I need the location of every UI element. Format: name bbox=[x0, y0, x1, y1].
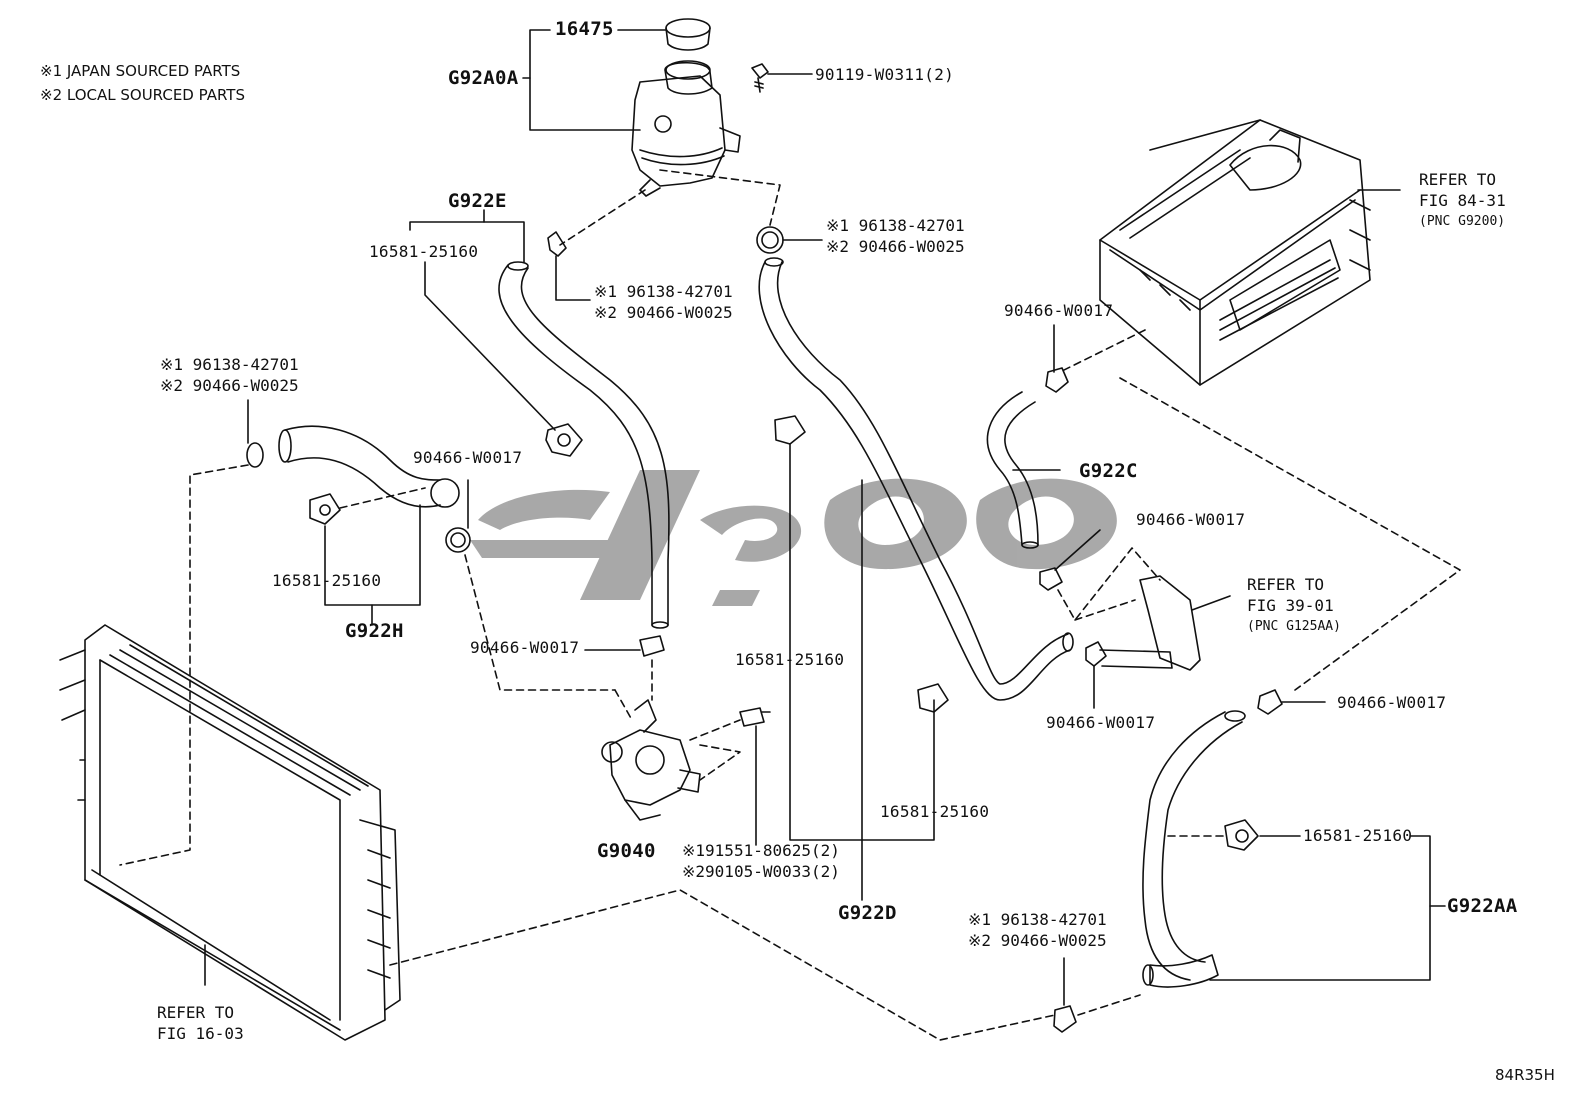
ref-inverter-line2: FIG 84-31 bbox=[1419, 191, 1506, 210]
label-pump: G9040 bbox=[597, 840, 656, 862]
label-clip-a: ※1 96138-42701 ※2 90466-W0025 bbox=[594, 281, 733, 323]
label-clamp-mid-lower: 90466-W0017 bbox=[1046, 713, 1156, 732]
water-pump bbox=[601, 699, 701, 821]
reservoir-cap bbox=[665, 18, 711, 51]
clamp-h-left bbox=[309, 493, 341, 525]
legend-japan: ※1 JAPAN SOURCED PARTS bbox=[40, 62, 241, 80]
ref-inverter-line3: (PNC G9200) bbox=[1419, 214, 1506, 229]
label-hose-c: G922C bbox=[1079, 460, 1138, 482]
label-clamp-aa-top: 90466-W0017 bbox=[1337, 693, 1447, 712]
fig39-component bbox=[1099, 575, 1201, 671]
clip-c bbox=[246, 442, 264, 468]
watermark-logo bbox=[470, 470, 1117, 606]
label-clamp-inverter: 90466-W0017 bbox=[1004, 301, 1114, 320]
pump-bolt-local: ※290105-W0033(2) bbox=[682, 862, 840, 881]
ref-inverter-line1: REFER TO bbox=[1419, 170, 1497, 189]
label-hose-e-clamp: 16581-25160 bbox=[369, 242, 479, 261]
clamp-d-lower bbox=[917, 683, 949, 713]
clip-b-jp: ※1 96138-42701 bbox=[826, 216, 965, 235]
clamp-h-right bbox=[445, 527, 471, 553]
clamp-mid-lower bbox=[1085, 641, 1107, 667]
label-cap: 16475 bbox=[555, 18, 614, 40]
label-clamp-h-left: 90466-W0017 bbox=[413, 448, 523, 467]
label-clip-b: ※1 96138-42701 ※2 90466-W0025 bbox=[826, 215, 965, 257]
top-bolt bbox=[751, 63, 769, 93]
ref-radiator: REFER TO FIG 16-03 bbox=[157, 1002, 244, 1044]
inverter-unit bbox=[1099, 119, 1371, 386]
ref-fig39-line1: REFER TO bbox=[1247, 575, 1325, 594]
clamp-inverter bbox=[1045, 367, 1069, 393]
label-hose-d-clamp-b: 16581-25160 bbox=[880, 802, 990, 821]
label-bolt-top: 90119-W0311(2) bbox=[815, 65, 955, 84]
pump-bolt-jp: ※191551-80625(2) bbox=[682, 841, 840, 860]
hose-g922c bbox=[986, 391, 1039, 549]
hose-g922aa bbox=[1142, 710, 1246, 988]
clip-a-local: ※2 90466-W0025 bbox=[594, 303, 733, 322]
label-clamp-c-right: 90466-W0017 bbox=[1136, 510, 1246, 529]
label-hose-h: G922H bbox=[345, 620, 404, 642]
ref-radiator-line1: REFER TO bbox=[157, 1003, 235, 1022]
clip-d-local: ※2 90466-W0025 bbox=[968, 931, 1107, 950]
clamp-aa bbox=[1224, 819, 1259, 851]
ref-inverter: REFER TO FIG 84-31 (PNC G9200) bbox=[1419, 169, 1506, 232]
label-clip-d: ※1 96138-42701 ※2 90466-W0025 bbox=[968, 909, 1107, 951]
ref-fig39: REFER TO FIG 39-01 (PNC G125AA) bbox=[1247, 574, 1341, 637]
radiator bbox=[59, 624, 401, 1041]
clip-d bbox=[1053, 1005, 1077, 1033]
label-clamp-pump-top: 90466-W0017 bbox=[470, 638, 580, 657]
label-hose-aa-clamp: 16581-25160 bbox=[1303, 826, 1413, 845]
label-hose-d-clamp-a: 16581-25160 bbox=[735, 650, 845, 669]
clamp-aa-top bbox=[1257, 689, 1283, 715]
label-pump-bolt: ※191551-80625(2) ※290105-W0033(2) bbox=[682, 840, 840, 882]
clip-d-jp: ※1 96138-42701 bbox=[968, 910, 1107, 929]
label-hose-e: G922E bbox=[448, 190, 507, 212]
label-hose-aa: G922AA bbox=[1447, 895, 1518, 917]
clamp-e bbox=[545, 423, 583, 457]
label-clip-c: ※1 96138-42701 ※2 90466-W0025 bbox=[160, 354, 299, 396]
label-hose-d: G922D bbox=[838, 902, 897, 924]
ref-radiator-line2: FIG 16-03 bbox=[157, 1024, 244, 1043]
clamp-c-right bbox=[1039, 567, 1063, 591]
ref-fig39-line3: (PNC G125AA) bbox=[1247, 619, 1341, 634]
pump-bolt bbox=[739, 707, 771, 727]
hose-g922d bbox=[758, 257, 1074, 701]
legend-local: ※2 LOCAL SOURCED PARTS bbox=[40, 86, 245, 104]
clip-b bbox=[756, 226, 784, 254]
clip-a-jp: ※1 96138-42701 bbox=[594, 282, 733, 301]
clamp-d-upper bbox=[774, 415, 806, 445]
clip-a bbox=[547, 231, 567, 257]
clip-b-local: ※2 90466-W0025 bbox=[826, 237, 965, 256]
clamp-pump-top bbox=[639, 635, 665, 657]
drawing-code: 84R35H bbox=[1495, 1066, 1555, 1084]
label-reservoir: G92A0A bbox=[448, 67, 519, 89]
hose-g922e bbox=[498, 261, 670, 629]
clip-c-local: ※2 90466-W0025 bbox=[160, 376, 299, 395]
reservoir-tank bbox=[631, 60, 741, 197]
ref-fig39-line2: FIG 39-01 bbox=[1247, 596, 1334, 615]
clip-c-jp: ※1 96138-42701 bbox=[160, 355, 299, 374]
label-hose-h-clamp: 16581-25160 bbox=[272, 571, 382, 590]
